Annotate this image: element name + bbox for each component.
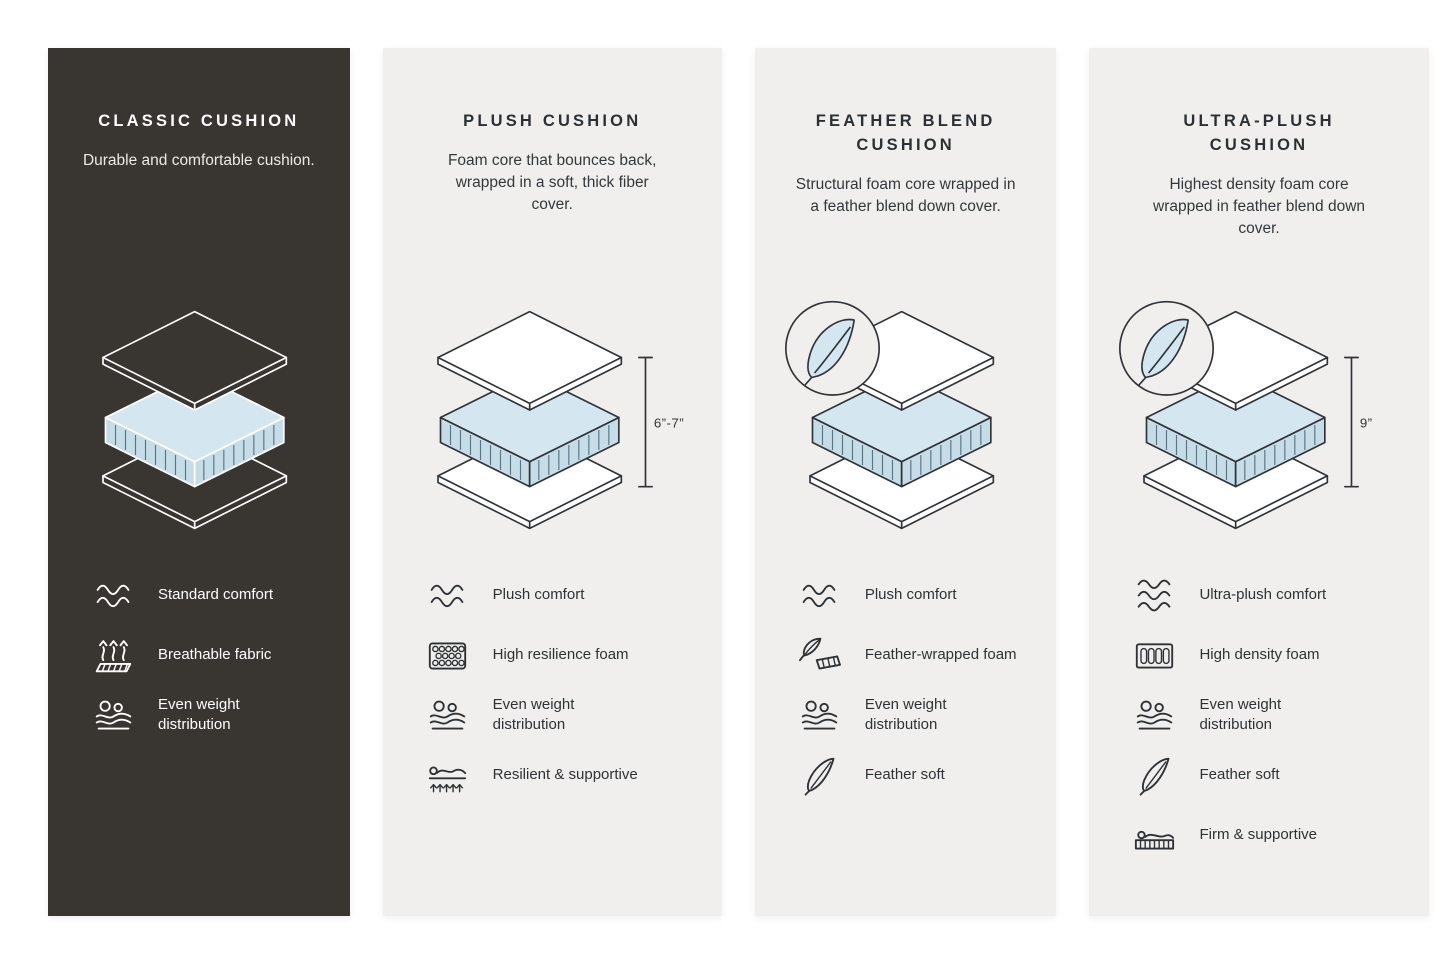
weight-distribution-icon bbox=[797, 695, 843, 736]
panel-header: PLUSH CUSHION Foam core that bounces bac… bbox=[413, 110, 692, 288]
feature-label: Even weight distribution bbox=[158, 695, 240, 733]
panel-description: Structural foam core wrapped in a feathe… bbox=[795, 175, 1016, 215]
feature-label: Resilient & supportive bbox=[492, 765, 638, 783]
cushion-illustration bbox=[102, 310, 288, 530]
feather-badge-icon bbox=[1119, 300, 1215, 396]
cushion-diagram: 6”-7” bbox=[413, 294, 692, 546]
panel-header: ULTRA-PLUSH CUSHION Highest density foam… bbox=[1119, 110, 1398, 288]
feature-item: Even weight distribution bbox=[90, 692, 320, 738]
panel-title: ULTRA-PLUSH CUSHION bbox=[1183, 112, 1335, 154]
feather-wrapped-foam-icon bbox=[797, 635, 843, 676]
feature-item: Resilient & supportive bbox=[425, 752, 692, 798]
feature-item: Feather soft bbox=[797, 752, 1027, 798]
waves-3-icon bbox=[1131, 575, 1177, 616]
feature-list: Plush comfort High resilience foam bbox=[413, 572, 692, 798]
panel-ultra-plush-cushion: ULTRA-PLUSH CUSHION Highest density foam… bbox=[1089, 48, 1429, 916]
cushion-diagram bbox=[78, 294, 320, 546]
feature-item: Firm & supportive bbox=[1131, 812, 1398, 858]
high-density-foam-icon bbox=[1131, 635, 1177, 676]
panel-title: FEATHER BLEND CUSHION bbox=[815, 112, 996, 154]
panel-classic-cushion: CLASSIC CUSHION Durable and comfortable … bbox=[48, 48, 350, 916]
feature-item: Even weight distribution bbox=[797, 692, 1027, 738]
cushion-diagram bbox=[784, 294, 1027, 546]
feature-label: High resilience foam bbox=[492, 645, 629, 663]
resilient-supportive-icon bbox=[425, 755, 471, 796]
feather-badge-icon bbox=[784, 300, 880, 396]
feature-label: Plush comfort bbox=[864, 585, 957, 603]
feature-item: Feather soft bbox=[1131, 752, 1398, 798]
cushion-illustration bbox=[784, 300, 994, 530]
feature-label: Even weight distribution bbox=[864, 695, 947, 733]
dimension-label: 6”-7” bbox=[653, 415, 683, 430]
waves-icon bbox=[425, 575, 471, 616]
feature-list: Plush comfort Feather-wrapped foam bbox=[785, 572, 1027, 798]
feature-item: Standard comfort bbox=[90, 572, 320, 618]
feature-item: Ultra-plush comfort bbox=[1131, 572, 1398, 618]
waves-icon bbox=[797, 575, 843, 616]
waves-icon bbox=[90, 575, 136, 616]
feature-item: Plush comfort bbox=[797, 572, 1027, 618]
cushion-illustration: 9” bbox=[1119, 300, 1373, 530]
feature-label: Plush comfort bbox=[492, 585, 585, 603]
panel-title: PLUSH CUSHION bbox=[463, 112, 642, 130]
dimension-label: 9” bbox=[1360, 415, 1373, 430]
feature-list: Standard comfort Breathable fabric bbox=[78, 572, 320, 738]
feature-label: Feather-wrapped foam bbox=[864, 645, 1017, 663]
weight-distribution-icon bbox=[90, 695, 136, 736]
resilience-foam-icon bbox=[425, 635, 471, 676]
feature-label: Ultra-plush comfort bbox=[1199, 585, 1327, 603]
weight-distribution-icon bbox=[1131, 695, 1177, 736]
firm-supportive-icon bbox=[1131, 815, 1177, 856]
feature-item: Even weight distribution bbox=[1131, 692, 1398, 738]
feature-label: High density foam bbox=[1199, 645, 1320, 663]
panel-description: Highest density foam core wrapped in fea… bbox=[1153, 175, 1366, 237]
feature-item: Feather-wrapped foam bbox=[797, 632, 1027, 678]
dimension-marker: 9” bbox=[1344, 356, 1373, 488]
panel-title: CLASSIC CUSHION bbox=[98, 112, 300, 130]
feature-label: Feather soft bbox=[864, 765, 945, 783]
feature-item: High resilience foam bbox=[425, 632, 692, 678]
feather-icon bbox=[797, 755, 843, 796]
feature-label: Feather soft bbox=[1199, 765, 1280, 783]
panel-header: CLASSIC CUSHION Durable and comfortable … bbox=[78, 110, 320, 288]
breathable-fabric-icon bbox=[90, 635, 136, 676]
panel-description: Durable and comfortable cushion. bbox=[82, 151, 315, 169]
feature-label: Even weight distribution bbox=[1199, 695, 1282, 733]
feature-item: Plush comfort bbox=[425, 572, 692, 618]
feature-label: Standard comfort bbox=[158, 585, 274, 603]
cushion-diagram: 9” bbox=[1119, 294, 1398, 546]
cushion-illustration: 6”-7” bbox=[436, 310, 683, 530]
feather-icon bbox=[1131, 755, 1177, 796]
feature-item: Even weight distribution bbox=[425, 692, 692, 738]
panel-feather-blend-cushion: FEATHER BLEND CUSHION Structural foam co… bbox=[754, 48, 1057, 916]
feature-label: Even weight distribution bbox=[492, 695, 575, 733]
weight-distribution-icon bbox=[425, 695, 471, 736]
feature-item: High density foam bbox=[1131, 632, 1398, 678]
panel-header: FEATHER BLEND CUSHION Structural foam co… bbox=[785, 110, 1027, 288]
feature-label: Breathable fabric bbox=[158, 645, 272, 663]
feature-list: Ultra-plush comfort High density foam bbox=[1119, 572, 1398, 858]
dimension-marker: 6”-7” bbox=[637, 356, 683, 488]
panel-description: Foam core that bounces back, wrapped in … bbox=[447, 151, 657, 213]
feature-label: Firm & supportive bbox=[1199, 825, 1318, 843]
feature-item: Breathable fabric bbox=[90, 632, 320, 678]
panel-plush-cushion: PLUSH CUSHION Foam core that bounces bac… bbox=[382, 48, 722, 916]
